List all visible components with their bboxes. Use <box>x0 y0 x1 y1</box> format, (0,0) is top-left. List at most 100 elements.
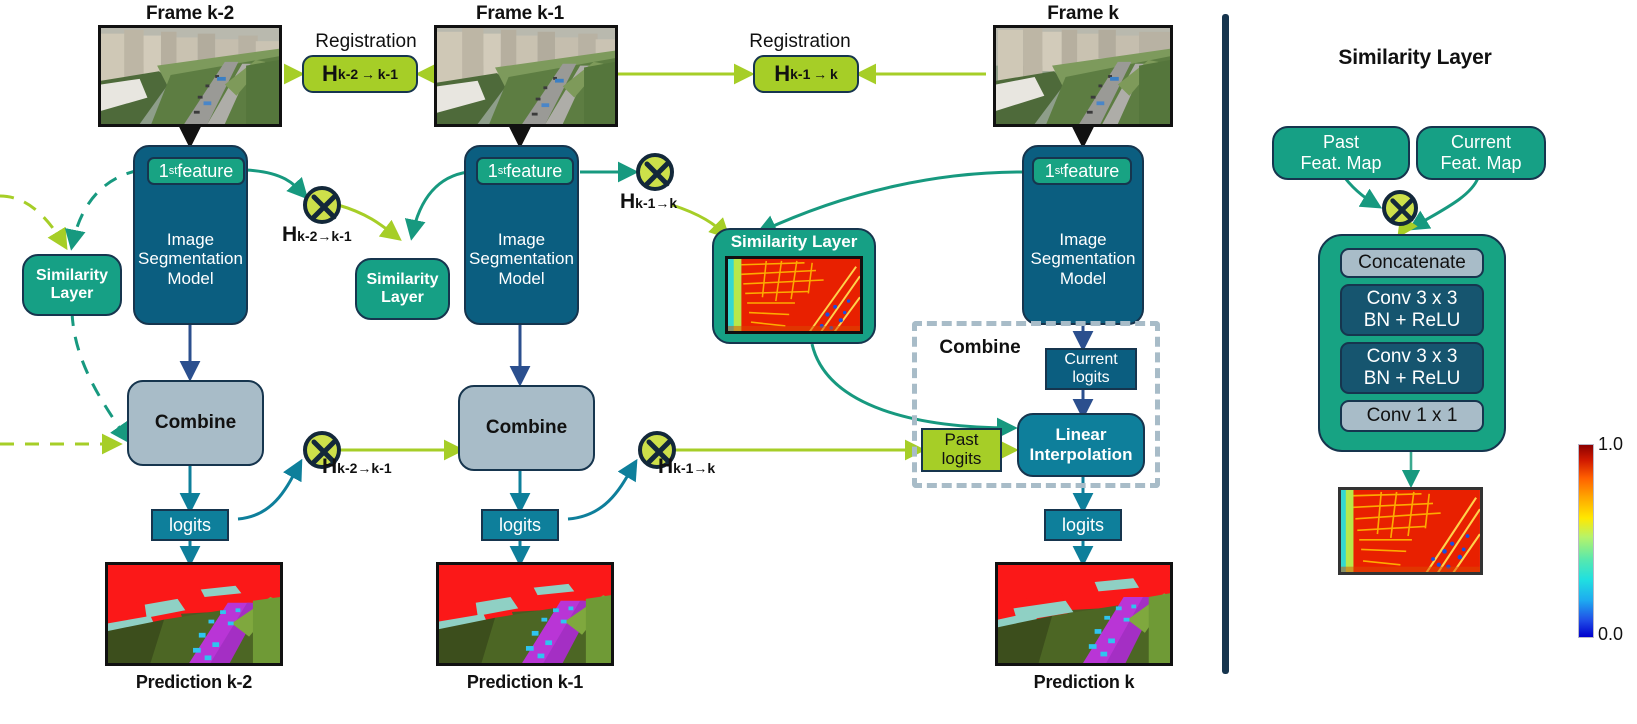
model-line-1: Image <box>166 229 215 249</box>
prediction-image-k1 <box>436 562 614 666</box>
conv1x1-label: Conv 1 x 1 <box>1366 404 1458 426</box>
frame-title-k: Frame k <box>1047 3 1119 24</box>
similarity-line-2: Layer <box>381 289 424 306</box>
conv3x3-row-1: Conv 3 x 3 BN + ReLU <box>1340 284 1484 336</box>
model-line-1: Image <box>1059 229 1107 249</box>
warp-operator-right-panel <box>1382 190 1418 226</box>
combine-label: Combine <box>485 417 568 439</box>
similarity-layer-big-label: Similarity Layer <box>730 232 858 251</box>
feature-rest: feature <box>177 160 234 181</box>
frame-title-k1: Frame k-1 <box>476 3 564 24</box>
h-symbol: H <box>322 455 338 478</box>
past-logits-line-2: logits <box>941 449 982 468</box>
warp-label-2: Hk-1→k <box>620 190 677 214</box>
h-symbol: H <box>322 61 338 86</box>
conv-line-1: Conv 3 x 3 <box>1366 345 1458 367</box>
right-panel-title: Similarity Layer <box>1338 46 1492 69</box>
conv3x3-row-2: Conv 3 x 3 BN + ReLU <box>1340 342 1484 394</box>
model-line-2: Segmentation <box>469 249 574 269</box>
combine-region <box>912 321 1160 488</box>
prediction-label-k1: Prediction k-1 <box>466 672 584 692</box>
feature-rest: feature <box>506 160 563 181</box>
past-logits-line-1: Past <box>944 430 979 450</box>
model-line-2: Segmentation <box>138 249 243 269</box>
past-feat-line-1: Past <box>1322 132 1360 153</box>
current-feat-line-2: Feat. Map <box>1440 153 1522 173</box>
frame-photo-k <box>993 25 1173 127</box>
prediction-image-k2 <box>105 562 283 666</box>
concatenate-row: Concatenate <box>1340 248 1484 278</box>
conv1x1-row: Conv 1 x 1 <box>1340 400 1484 432</box>
model-line-1: Image <box>497 229 546 249</box>
frame-photo-k1 <box>434 25 618 127</box>
similarity-line-1: Similarity <box>35 266 109 284</box>
similarity-heatmap-output <box>1338 487 1483 575</box>
current-logits-line-2: logits <box>1072 369 1110 386</box>
h-subscript: k-2→k-1 <box>297 228 352 244</box>
similarity-line-2: Layer <box>50 285 94 302</box>
feature-rest: feature <box>1063 160 1120 181</box>
similarity-line-1: Similarity <box>366 270 439 288</box>
concatenate-label: Concatenate <box>1358 251 1466 273</box>
similarity-layer-k1: Similarity Layer <box>355 258 450 320</box>
h-subscript: k-1→k <box>635 195 678 211</box>
linear-interp-line-1: Linear <box>1055 425 1107 445</box>
warp-operator-4 <box>638 431 676 469</box>
combine-box-k2: Combine <box>127 380 264 466</box>
model-line-3: Model <box>498 268 545 288</box>
h-subscript: k-2→k-1 <box>337 460 392 476</box>
similarity-layer-k2: Similarity Layer <box>22 254 122 316</box>
past-feat-line-2: Feat. Map <box>1300 153 1382 173</box>
current-logits-box: Current logits <box>1045 348 1137 390</box>
registration-label-1: Registration <box>315 31 417 52</box>
model-line-3: Model <box>1059 268 1107 288</box>
frame-title-k2: Frame k-2 <box>146 3 234 24</box>
h-subscript: k-2 → k-1 <box>337 66 398 82</box>
prediction-image-k <box>995 562 1173 666</box>
feature-sup: st <box>497 165 507 177</box>
conv-line-2: BN + ReLU <box>1363 310 1461 331</box>
conv-line-2: BN + ReLU <box>1363 368 1461 389</box>
model-line-3: Model <box>167 268 214 288</box>
logits-label: logits <box>1061 514 1105 535</box>
frame-photo-k2 <box>98 25 282 127</box>
current-logits-line-1: Current <box>1064 350 1118 368</box>
logits-box-k: logits <box>1044 509 1122 541</box>
feature-sup: st <box>168 165 178 177</box>
logits-box-k2: logits <box>151 509 229 541</box>
panel-divider <box>1222 14 1229 674</box>
feature-num: 1 <box>487 160 498 181</box>
colorbar <box>1578 444 1594 638</box>
logits-label: logits <box>168 514 212 535</box>
logits-box-k1: logits <box>481 509 559 541</box>
colorbar-max-label: 1.0 <box>1598 434 1624 454</box>
combine-box-k1: Combine <box>458 385 595 471</box>
warp-operator-2 <box>636 153 674 191</box>
conv-line-1: Conv 3 x 3 <box>1366 287 1458 309</box>
past-feat-map-box: Past Feat. Map <box>1272 126 1410 180</box>
linear-interp-line-2: Interpolation <box>1029 445 1133 464</box>
h-symbol: H <box>620 190 636 213</box>
model-line-2: Segmentation <box>1030 249 1136 269</box>
current-feat-line-1: Current <box>1450 132 1512 153</box>
h-symbol: H <box>282 223 298 246</box>
h-symbol: H <box>658 455 674 478</box>
h-symbol: H <box>774 61 791 86</box>
warp-label-3: Hk-2→k-1 <box>322 455 392 479</box>
warp-operator-3 <box>303 431 341 469</box>
feature-num: 1 <box>158 160 169 181</box>
h-subscript: k-1 → k <box>790 66 838 82</box>
linear-interpolation-box: Linear Interpolation <box>1017 413 1145 477</box>
combine-label: Combine <box>154 412 237 434</box>
h-subscript: k-1→k <box>673 460 716 476</box>
feature-sup: st <box>1054 165 1064 177</box>
warp-operator-1 <box>303 186 341 224</box>
warp-label-4: Hk-1→k <box>658 455 715 479</box>
colorbar-min-label: 0.0 <box>1598 624 1624 644</box>
current-feat-map-box: Current Feat. Map <box>1416 126 1546 180</box>
prediction-label-k: Prediction k <box>1033 672 1135 692</box>
